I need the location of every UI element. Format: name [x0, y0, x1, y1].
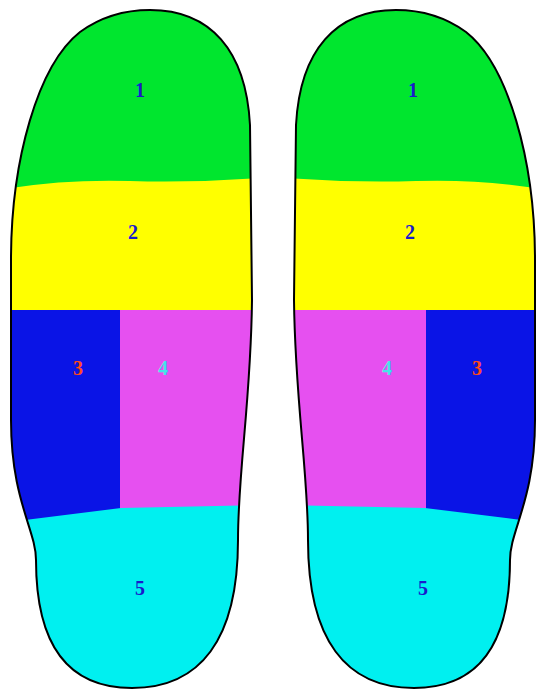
callout-number: 1 [135, 80, 145, 100]
callout-number: 2 [405, 222, 415, 242]
callout-number: 4 [158, 358, 168, 378]
callout-number: 3 [472, 358, 482, 378]
callout-number: 5 [135, 578, 145, 598]
callout-number: 1 [408, 80, 418, 100]
right-insole [276, 0, 543, 691]
callout-number: 2 [128, 222, 138, 242]
left-insole [0, 0, 270, 691]
callout-number: 4 [382, 358, 392, 378]
callout-number: 5 [418, 578, 428, 598]
callout-number: 3 [73, 358, 83, 378]
